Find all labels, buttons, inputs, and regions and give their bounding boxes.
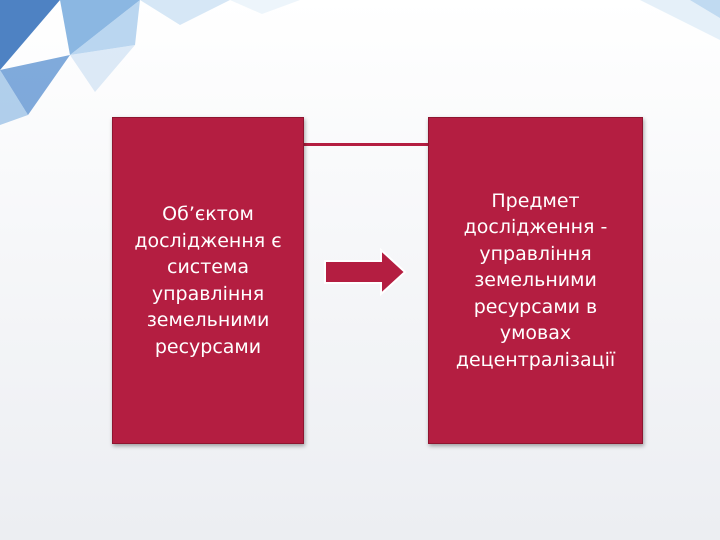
- research-object-box: Об’єктом дослідження є система управлінн…: [112, 117, 304, 444]
- deco-triangle-7: [140, 0, 230, 25]
- top-connector-line: [302, 143, 429, 146]
- right-arrow-icon: [324, 248, 407, 296]
- deco-triangle-3: [0, 55, 70, 115]
- research-object-text: Об’єктом дослідження є система управлінн…: [134, 203, 282, 358]
- deco-triangle-8: [230, 0, 300, 14]
- deco-triangle-1: [0, 0, 60, 70]
- deco-triangle-4: [70, 0, 140, 55]
- deco-triangle-5: [70, 45, 135, 92]
- research-subject-box: Предмет дослідження - управління земельн…: [428, 117, 643, 444]
- deco-triangle-2: [60, 0, 140, 55]
- research-subject-text: Предмет дослідження - управління земельн…: [455, 189, 616, 371]
- deco-triangle-6: [0, 70, 28, 125]
- deco-triangle-10: [690, 0, 720, 18]
- deco-triangle-9: [640, 0, 720, 40]
- corner-polygon-decoration: [0, 0, 720, 125]
